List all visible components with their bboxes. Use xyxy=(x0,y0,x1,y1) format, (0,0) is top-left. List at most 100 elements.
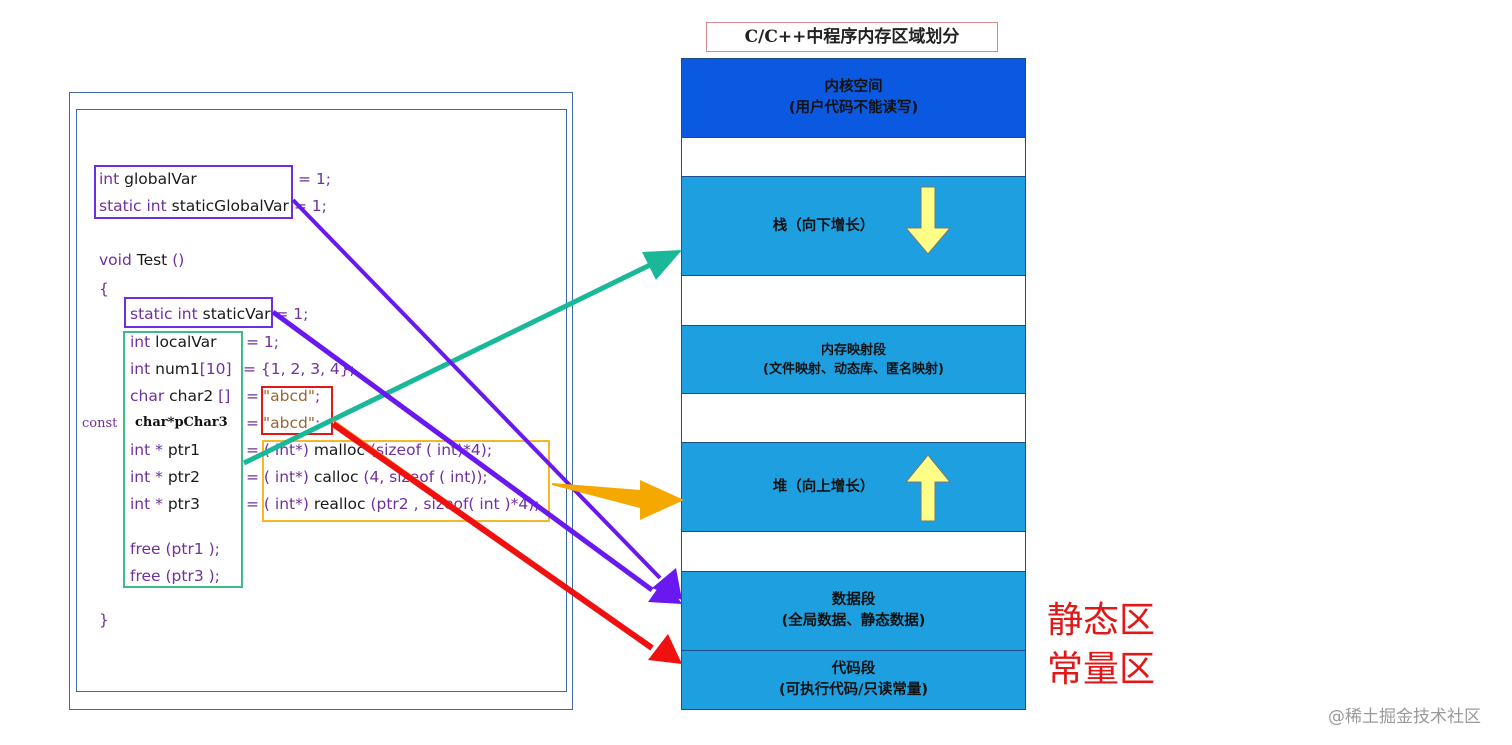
identifier-ptr3: ptr3 xyxy=(167,495,200,513)
keyword-int: int xyxy=(99,170,120,188)
segment-gap-1 xyxy=(681,137,1026,177)
segment-stack: 栈（向下增长） xyxy=(681,176,1026,276)
stack-grow-down-arrow-icon xyxy=(904,186,952,255)
arrow-heap-alloc-to-heap xyxy=(552,480,684,520)
arrow-string-to-code xyxy=(331,421,654,651)
code-panel-outer-frame xyxy=(69,92,573,710)
segment-mmap-note: (文件映射、动态库、匿名映射) xyxy=(763,361,944,377)
segment-gap-4 xyxy=(681,531,1026,572)
segment-data-note: (全局数据、静态数据) xyxy=(781,613,926,629)
arrow-string-to-code-head xyxy=(648,634,682,664)
string-literal-highlight-box xyxy=(261,386,333,435)
cast: = ( int*) xyxy=(246,495,314,513)
code-line-num1: int num1[10] xyxy=(130,359,232,379)
code-line-static-global-var: static int staticGlobalVar = 1; xyxy=(99,196,327,216)
code-open-brace: { xyxy=(99,280,109,298)
keyword-static-int: static int xyxy=(99,197,167,215)
segment-mmap-label: 内存映射段 xyxy=(820,342,886,358)
identifier-staticglobalvar: staticGlobalVar xyxy=(166,197,289,215)
segment-heap-label: 堆（向上增长） xyxy=(772,478,875,495)
call-malloc: malloc xyxy=(313,441,370,459)
arrow-locals-to-stack xyxy=(242,261,654,466)
code-line-ptr1: int * ptr1 xyxy=(130,440,200,460)
keyword-char: char xyxy=(130,387,165,405)
call-calloc: calloc xyxy=(313,468,364,486)
global-vars-highlight-box xyxy=(94,165,293,219)
segment-gap-3 xyxy=(681,393,1026,443)
segment-code: 代码段 (可执行代码/只读常量) xyxy=(681,650,1026,710)
code-line-ptr2: int * ptr2 xyxy=(130,467,200,487)
keyword-int-ptr: int * xyxy=(130,468,168,486)
parens: () xyxy=(172,251,185,269)
string-literal-abcd: "abcd" xyxy=(263,414,315,432)
segment-kernel-note: (用户代码不能读写) xyxy=(788,100,919,116)
keyword-int: int xyxy=(130,360,151,378)
static-var-highlight-box xyxy=(124,297,273,328)
call-realloc: realloc xyxy=(313,495,371,513)
identifier-ptr1: ptr1 xyxy=(167,441,200,459)
keyword-int-ptr: int * xyxy=(130,495,168,513)
segment-gap-2 xyxy=(681,275,1026,326)
segment-code-label: 代码段 xyxy=(831,661,876,677)
args: (ptr2 , sizeof( int )*4); xyxy=(370,495,540,513)
semicolon: ; xyxy=(314,387,321,405)
code-line-ptr3: int * ptr3 xyxy=(130,494,200,514)
segment-kernel-space: 内核空间 (用户代码不能读写) xyxy=(681,58,1026,138)
code-line-local-var-init: = 1; xyxy=(246,333,279,351)
code-line-global-var-init: = 1; xyxy=(298,170,331,188)
code-line-free-ptr1: free (ptr1 ); xyxy=(130,539,220,559)
code-line-global-var: int globalVar xyxy=(99,169,197,189)
code-line-char2-value: "abcd"; xyxy=(263,386,320,406)
keyword-void: void xyxy=(99,251,132,269)
watermark: @稀土掘金技术社区 xyxy=(1328,707,1481,727)
identifier-ptr2: ptr2 xyxy=(167,468,200,486)
call-free: free xyxy=(130,540,166,558)
keyword-int: int xyxy=(130,333,151,351)
arrow-globals-to-data xyxy=(291,198,662,580)
code-line-pchar3-assign: = xyxy=(246,414,259,432)
semicolon: ; xyxy=(314,414,321,432)
segment-memory-mapping: 内存映射段 (文件映射、动态库、匿名映射) xyxy=(681,325,1026,394)
segment-data-label: 数据段 xyxy=(831,592,876,608)
identifier-staticvar: staticVar xyxy=(197,305,271,323)
local-vars-highlight-box xyxy=(123,331,243,588)
identifier-char2: char2 xyxy=(164,387,219,405)
heap-alloc-highlight-box xyxy=(262,440,550,522)
keyword-static-int: static int xyxy=(130,305,198,323)
code-line-pchar3-value: "abcd"; xyxy=(263,413,320,433)
args: (ptr1 ); xyxy=(165,540,220,558)
const-keyword: const xyxy=(82,416,118,431)
arrow-staticvar-to-data xyxy=(271,309,654,593)
heap-grow-up-arrow-icon xyxy=(904,454,952,522)
segment-kernel-label: 内核空间 xyxy=(824,79,883,95)
const-area-label: 常量区 xyxy=(1047,649,1156,690)
array-brackets: [] xyxy=(218,387,231,405)
diagram-title: C/C++中程序内存区域划分 xyxy=(706,22,998,52)
segment-data: 数据段 (全局数据、静态数据) xyxy=(681,571,1026,651)
code-close-brace: } xyxy=(99,611,109,629)
identifier-test: Test xyxy=(131,251,173,269)
segment-code-note: (可执行代码/只读常量) xyxy=(778,682,929,698)
code-line-local-var: int localVar xyxy=(130,332,217,352)
code-line-ptr3-rhs: = ( int*) realloc (ptr2 , sizeof( int )*… xyxy=(246,494,539,514)
code-line-void-test: void Test () xyxy=(99,250,184,270)
arrow-locals-to-stack-head xyxy=(642,250,682,280)
static-area-label: 静态区 xyxy=(1047,600,1156,641)
cast: = ( int*) xyxy=(246,468,314,486)
code-line-free-ptr3: free (ptr3 ); xyxy=(130,566,220,586)
code-line-char2: char char2 [] xyxy=(130,386,230,406)
code-line-char2-assign: = xyxy=(246,387,259,405)
arrow-staticvar-to-data-head xyxy=(648,578,682,604)
segment-stack-label: 栈（向下增长） xyxy=(772,217,875,234)
identifier-num1: num1 xyxy=(150,360,200,378)
array-size: [10] xyxy=(199,360,232,378)
args: (ptr3 ); xyxy=(165,567,220,585)
code-line-pchar3: char*pChar3 xyxy=(135,415,228,430)
code-panel-inner-frame xyxy=(76,109,567,692)
code-line-static-var: static int staticVar = 1; xyxy=(130,304,308,324)
identifier-globalvar: globalVar xyxy=(119,170,197,188)
call-free: free xyxy=(130,567,166,585)
identifier-localvar: localVar xyxy=(150,333,217,351)
string-literal-abcd: "abcd" xyxy=(263,387,315,405)
